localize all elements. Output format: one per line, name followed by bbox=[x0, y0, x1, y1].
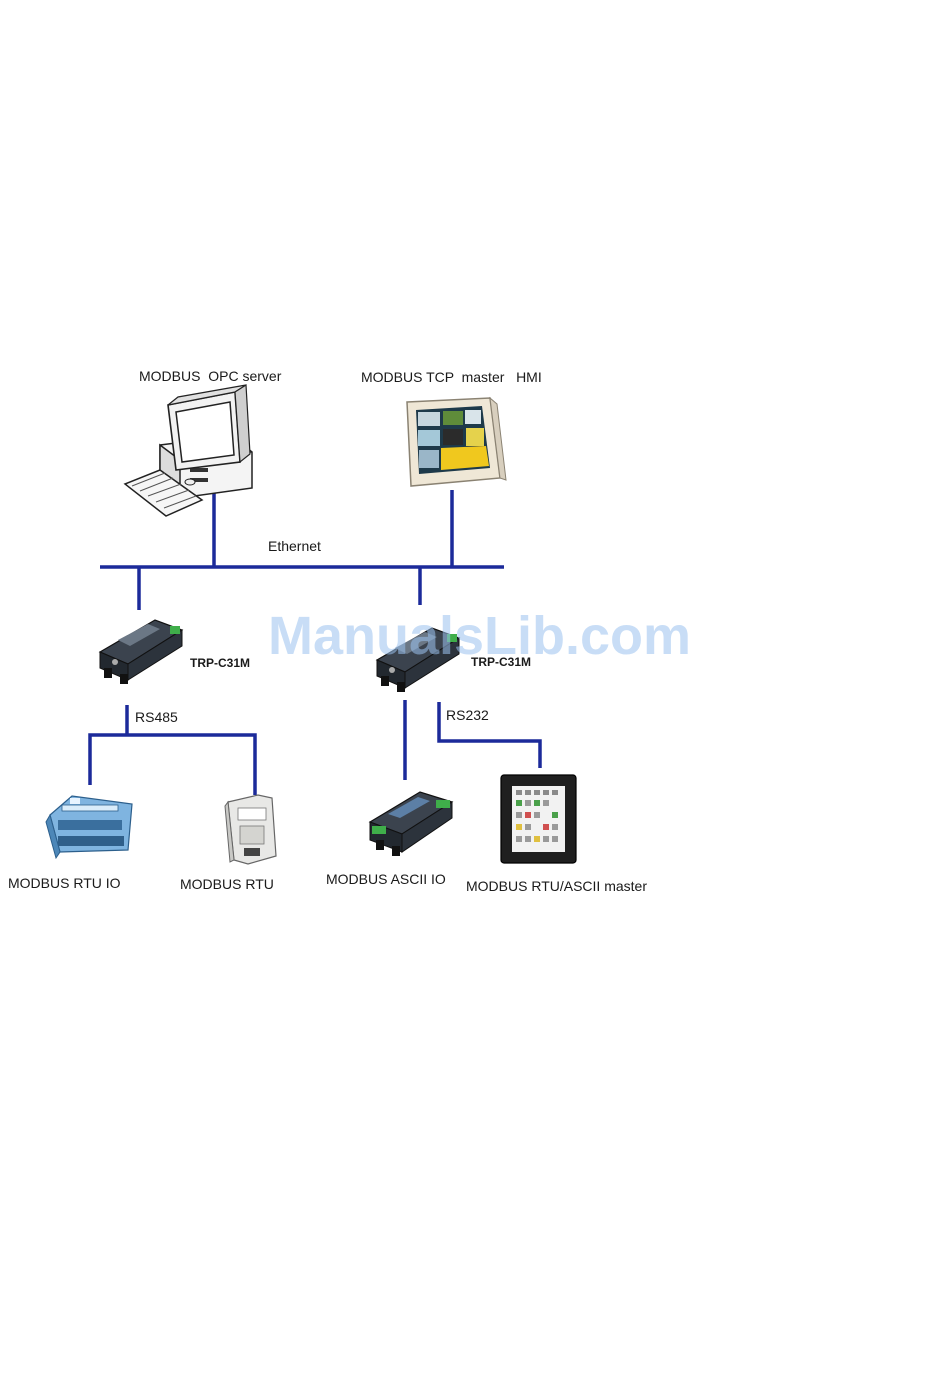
wire-rs485-branch bbox=[90, 735, 255, 795]
ethernet-label: Ethernet bbox=[268, 538, 321, 554]
converter-icon bbox=[100, 620, 182, 684]
rs485-label: RS485 bbox=[135, 709, 178, 725]
rs232-label: RS232 bbox=[446, 707, 489, 723]
opc-server-label: MODBUS OPC server bbox=[139, 368, 282, 384]
io-module-icon bbox=[46, 796, 132, 858]
hmi-panel-icon bbox=[407, 398, 506, 486]
converter-left-label: TRP-C31M bbox=[190, 656, 250, 670]
rtu-io-label: MODBUS RTU IO bbox=[8, 875, 121, 891]
watermark: ManualsLib.com bbox=[268, 606, 691, 666]
din-rail-module-icon bbox=[225, 795, 276, 864]
io-module-icon bbox=[370, 792, 452, 856]
ascii-io-label: MODBUS ASCII IO bbox=[326, 871, 446, 887]
touch-panel-icon bbox=[501, 775, 576, 863]
tcp-master-hmi-label: MODBUS TCP master HMI bbox=[361, 369, 542, 385]
rtu-label: MODBUS RTU bbox=[180, 876, 274, 892]
computer-icon bbox=[125, 385, 252, 516]
rtu-ascii-master-label: MODBUS RTU/ASCII master bbox=[466, 878, 647, 894]
